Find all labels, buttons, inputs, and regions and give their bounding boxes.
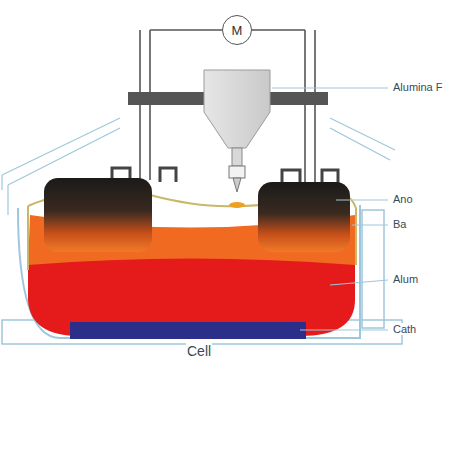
- cathode-label: Cath: [392, 323, 417, 335]
- rods: [140, 30, 315, 185]
- cell-label: Cell: [186, 343, 212, 359]
- leader-lines: [272, 88, 388, 330]
- bath-label: Ba: [392, 218, 407, 230]
- feeder-label: Alumina F: [392, 81, 444, 93]
- feeder-head: [229, 166, 245, 178]
- side-wall: [362, 210, 384, 328]
- alumina-feeder: [204, 70, 270, 148]
- motor-circle: M: [222, 15, 252, 45]
- anode: [258, 182, 350, 252]
- anode: [44, 178, 152, 252]
- feed-hole: [229, 202, 245, 208]
- crust-breaker: [233, 178, 241, 192]
- anode-label: Ano: [392, 193, 414, 205]
- beam: [266, 92, 328, 105]
- beam: [128, 92, 208, 105]
- feeder-tube: [232, 148, 242, 166]
- motor-label: M: [232, 23, 243, 38]
- aluminum-label: Alum: [392, 273, 419, 285]
- cathode: [70, 322, 306, 339]
